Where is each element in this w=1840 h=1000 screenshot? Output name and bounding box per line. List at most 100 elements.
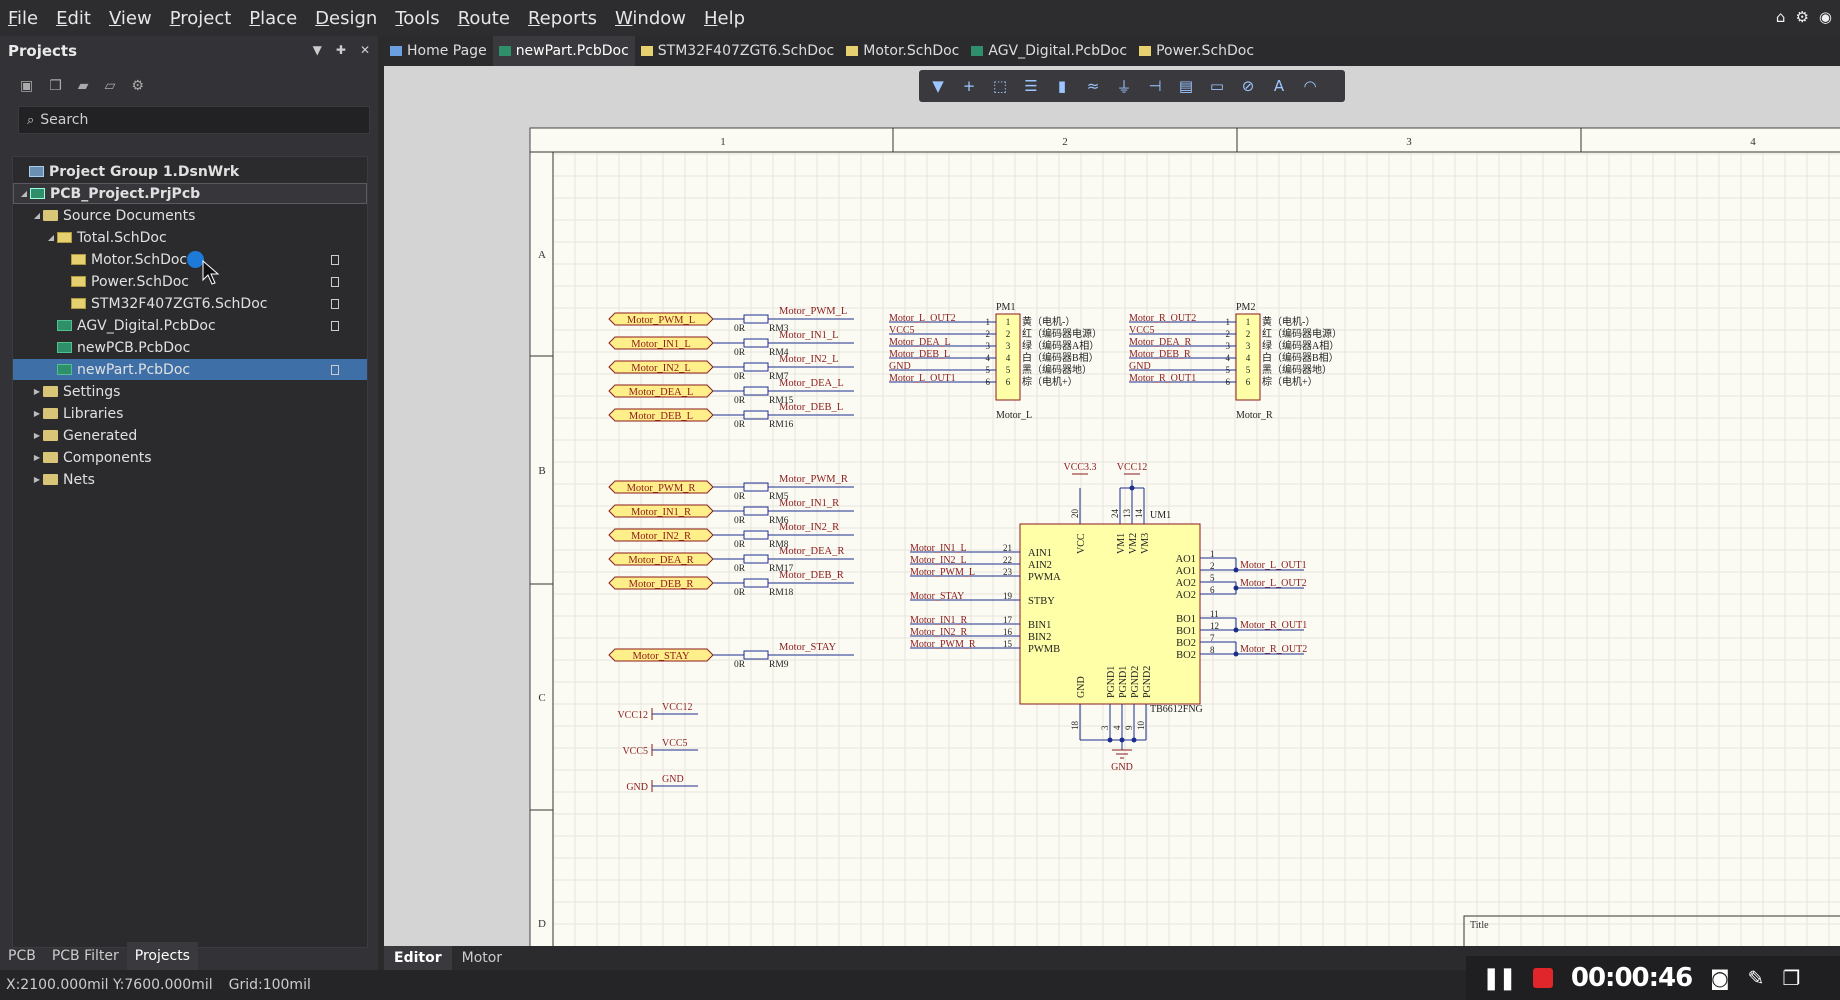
pen-icon[interactable]: ✎ [1747, 966, 1765, 990]
tab-pcb[interactable]: PCB [8, 948, 36, 964]
sheet-symbol-icon[interactable]: ▤ [1178, 77, 1194, 95]
doc-tab[interactable]: AGV_Digital.PcbDoc [965, 36, 1133, 66]
doc-tab[interactable]: newPart.PcbDoc [492, 36, 635, 66]
pin-name: AIN2 [1028, 560, 1052, 571]
menu-reports[interactable]: Reports [527, 7, 598, 29]
pause-icon[interactable]: ❚❚ [1482, 965, 1517, 991]
menu-edit[interactable]: Edit [56, 7, 91, 29]
project-tree: Project Group 1.DsnWrk◢PCB_Project.PrjPc… [12, 156, 368, 948]
save-icon[interactable]: ▣ [20, 78, 34, 94]
tree-item[interactable]: STM32F407ZGT6.SchDoc [13, 293, 367, 314]
home-tab-icon [390, 46, 402, 56]
menu-place[interactable]: Place [249, 7, 298, 29]
pin-name: GND [1076, 676, 1087, 698]
menu-design[interactable]: Design [315, 7, 378, 29]
tree-item[interactable]: Power.SchDoc [13, 271, 367, 292]
component-icon[interactable]: ▮ [1057, 77, 1067, 95]
wire-icon[interactable]: ≈ [1086, 77, 1100, 95]
doc-tab[interactable]: STM32F407ZGT6.SchDoc [635, 36, 840, 66]
tree-item[interactable]: ◢Source Documents [13, 205, 367, 226]
tree-item[interactable]: ◢Total.SchDoc [13, 227, 367, 248]
port-icon[interactable]: ▭ [1209, 77, 1225, 95]
resistor-designator: RM3 [769, 324, 789, 334]
tree-item[interactable]: ▶Components [13, 447, 367, 468]
bus-icon[interactable]: ⊣ [1148, 77, 1162, 95]
expand-arrow-icon[interactable]: ◢ [47, 233, 55, 242]
pin-number: 5 [1210, 573, 1215, 583]
doc-tab[interactable]: Home Page [384, 36, 493, 66]
pin-number: 9 [1124, 725, 1134, 730]
document-icon [331, 320, 339, 331]
collapse-arrow-icon[interactable]: ▶ [33, 409, 41, 418]
menu-help[interactable]: Help [704, 7, 746, 29]
menu-tools[interactable]: Tools [395, 7, 440, 29]
expand-arrow-icon[interactable]: ◢ [33, 211, 41, 220]
tree-item[interactable]: ◢PCB_Project.PrjPcb [13, 183, 367, 204]
project-file-icon [30, 188, 45, 199]
menu-project[interactable]: Project [169, 7, 232, 29]
close-folder-icon[interactable]: ▱ [104, 78, 116, 94]
tab-projects[interactable]: Projects [126, 942, 198, 970]
stop-icon[interactable] [1532, 968, 1553, 988]
doc-tab[interactable]: Motor.SchDoc [840, 36, 965, 66]
zone-label: 3 [1406, 136, 1412, 148]
pcb-tab-icon [498, 46, 511, 56]
tree-item[interactable]: ▶Nets [13, 469, 367, 490]
search-input[interactable]: ⌕ Search [18, 106, 370, 134]
menu-window[interactable]: Window [615, 7, 686, 29]
user-icon[interactable]: ◉ [1818, 8, 1832, 26]
collapse-arrow-icon[interactable]: ▶ [33, 475, 41, 484]
panel-menu-icon[interactable]: ▼ [312, 43, 322, 57]
pin-name: PGND2 [1142, 666, 1153, 698]
tree-item[interactable]: Project Group 1.DsnWrk [13, 161, 367, 182]
gear-icon[interactable]: ⚙ [1795, 8, 1809, 26]
tree-item[interactable]: ▶Libraries [13, 403, 367, 424]
doc-tab-label: Power.SchDoc [1156, 43, 1255, 59]
home-icon[interactable]: ⌂ [1775, 8, 1786, 26]
doc-tab-label: Home Page [407, 43, 487, 59]
select-rect-icon[interactable]: ⬚ [992, 77, 1008, 95]
power-port-icon[interactable]: ⏚ [1116, 77, 1132, 96]
menu-route[interactable]: Route [457, 7, 510, 29]
close-icon[interactable]: ✕ [359, 43, 370, 57]
tree-item[interactable]: ▶Settings [13, 381, 367, 402]
ic-body [1019, 523, 1201, 705]
resistor-designator: RM9 [769, 660, 789, 670]
open-folder-icon[interactable]: ▰ [77, 78, 89, 94]
crosshair-icon[interactable]: + [962, 77, 976, 95]
collapse-arrow-icon[interactable]: ▶ [33, 387, 41, 396]
title-block [1463, 915, 1840, 946]
tree-item[interactable]: newPCB.PcbDoc [13, 337, 367, 358]
tab-editor[interactable]: Editor [384, 946, 452, 970]
menu-file[interactable]: File [8, 7, 39, 29]
tree-item[interactable]: ▶Generated [13, 425, 367, 446]
expand-arrow-icon[interactable]: ◢ [20, 189, 28, 198]
connector-body [995, 313, 1021, 401]
directive-icon[interactable]: ⊘ [1241, 77, 1255, 95]
filter-icon[interactable]: ▼ [932, 77, 944, 95]
tab-pcb-filter[interactable]: PCB Filter [51, 948, 119, 964]
save-all-icon[interactable]: ❐ [49, 78, 62, 94]
net-label: Motor_R_OUT1 [1129, 373, 1196, 384]
collapse-arrow-icon[interactable]: ▶ [33, 453, 41, 462]
junction [1131, 737, 1137, 743]
menu-view[interactable]: View [108, 7, 152, 29]
tree-item[interactable]: AGV_Digital.PcbDoc [13, 315, 367, 336]
pin-icon[interactable]: ✚ [335, 43, 346, 57]
arc-icon[interactable]: ◠ [1303, 77, 1317, 95]
settings-icon[interactable]: ⚙ [131, 78, 144, 94]
tree-item[interactable]: Motor.SchDoc [13, 249, 367, 270]
camera-icon[interactable]: ◙ [1710, 966, 1730, 990]
port-label: Motor_PWM_R [627, 483, 696, 494]
align-icon[interactable]: ☰ [1024, 77, 1038, 95]
tree-item[interactable]: newPart.PcbDoc [13, 359, 367, 380]
window-icon[interactable]: ❐ [1782, 966, 1801, 990]
tree-item-label: AGV_Digital.PcbDoc [77, 317, 216, 334]
text-icon[interactable]: A [1273, 77, 1285, 95]
doc-tab[interactable]: Power.SchDoc [1133, 36, 1260, 66]
pin-name: BO1 [1176, 614, 1196, 625]
pin-name: AO2 [1176, 578, 1196, 589]
collapse-arrow-icon[interactable]: ▶ [33, 431, 41, 440]
tab-motor[interactable]: Motor [461, 950, 503, 966]
